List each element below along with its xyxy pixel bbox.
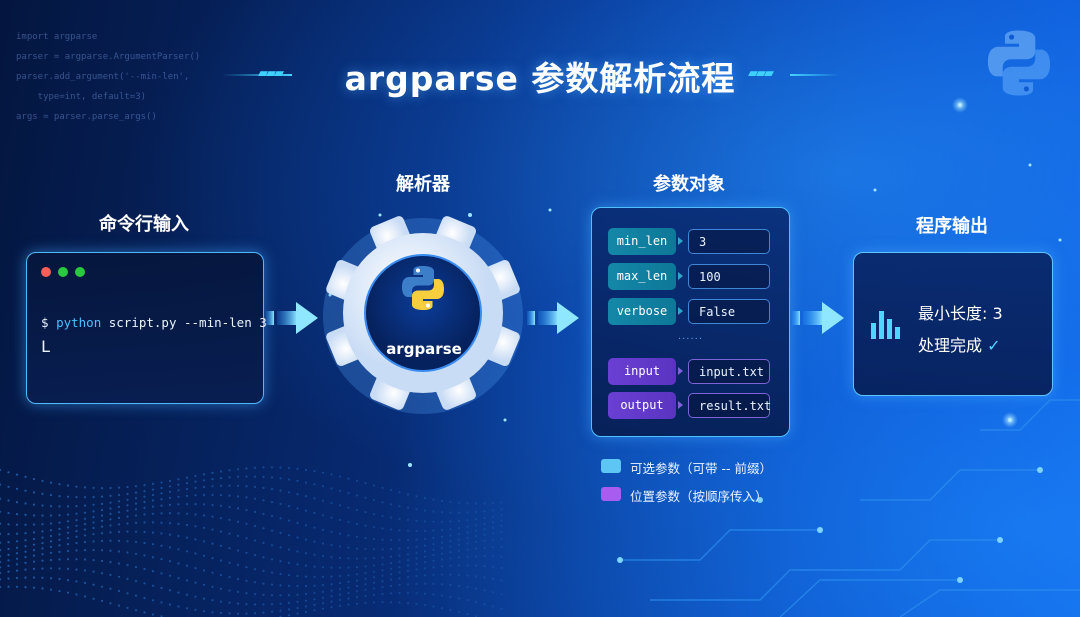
legend-swatch-positional <box>601 487 621 501</box>
param-value: input.txt <box>688 359 770 384</box>
minimize-dot <box>58 267 68 277</box>
terminal-command-line: $ python script.py --min-len 3 <box>41 315 267 330</box>
stage-label-args: 参数对象 <box>653 174 725 195</box>
title-chevrons-right: ▰▰▰ <box>748 66 774 81</box>
stage-label-output: 程序输出 <box>916 216 988 237</box>
terminal-command: python <box>56 315 102 330</box>
python-logo-icon <box>402 266 444 310</box>
flow-arrow-2 <box>527 302 579 334</box>
separator: ······ <box>677 334 704 345</box>
check-icon: ✓ <box>987 336 1001 355</box>
gear-label: argparse <box>386 340 462 358</box>
gear-icon <box>323 216 523 414</box>
bar-chart-icon <box>871 311 900 339</box>
param-key: verbose <box>608 298 676 325</box>
title-chevrons-left: ▰▰▰ <box>258 66 284 81</box>
legend-swatch-optional <box>601 459 621 473</box>
program-output-panel: 最小长度: 3 处理完成 ✓ <box>853 252 1053 396</box>
param-value: result.txt <box>688 393 771 418</box>
param-key: output <box>608 392 676 419</box>
arrow-icon <box>678 237 683 245</box>
background-code-snippet: import argparse parser = argparse.Argume… <box>16 32 201 122</box>
param-value: 3 <box>688 229 770 254</box>
param-value: 100 <box>688 264 770 289</box>
legend-optional: 可选参数（可带 -- 前缀） <box>630 461 772 476</box>
param-key: input <box>608 358 676 385</box>
args-object-panel: min_len 3 max_len 100 verbose False ····… <box>591 207 790 437</box>
stage-label-parser: 解析器 <box>396 174 450 195</box>
output-status: 处理完成 ✓ <box>918 332 1001 356</box>
page-title: argparse 参数解析流程 <box>344 59 736 98</box>
maximize-dot <box>75 267 85 277</box>
arrow-icon <box>678 272 683 280</box>
terminal-window: $ python script.py --min-len 3 L <box>26 252 267 404</box>
flow-arrow-1 <box>266 302 318 334</box>
param-value: False <box>688 299 770 324</box>
stage-label-input: 命令行输入 <box>99 214 189 235</box>
title-decoration-right <box>790 74 840 76</box>
terminal-prompt: $ <box>41 315 57 330</box>
param-key: min_len <box>608 228 676 255</box>
close-dot <box>41 267 51 277</box>
arrow-icon <box>678 307 683 315</box>
terminal-cursor: L <box>41 337 51 356</box>
title-decoration-left <box>222 74 292 76</box>
flow-arrow-3 <box>792 302 844 334</box>
terminal-arguments: script.py --min-len 3 <box>101 315 267 330</box>
output-min-length: 最小长度: 3 <box>918 304 1003 323</box>
python-logo-icon <box>987 30 1051 96</box>
output-status-text: 处理完成 <box>918 336 983 355</box>
arrow-icon <box>678 367 683 375</box>
param-key: max_len <box>608 263 676 290</box>
legend-positional: 位置参数（按顺序传入） <box>630 489 768 504</box>
arrow-icon <box>678 401 683 409</box>
